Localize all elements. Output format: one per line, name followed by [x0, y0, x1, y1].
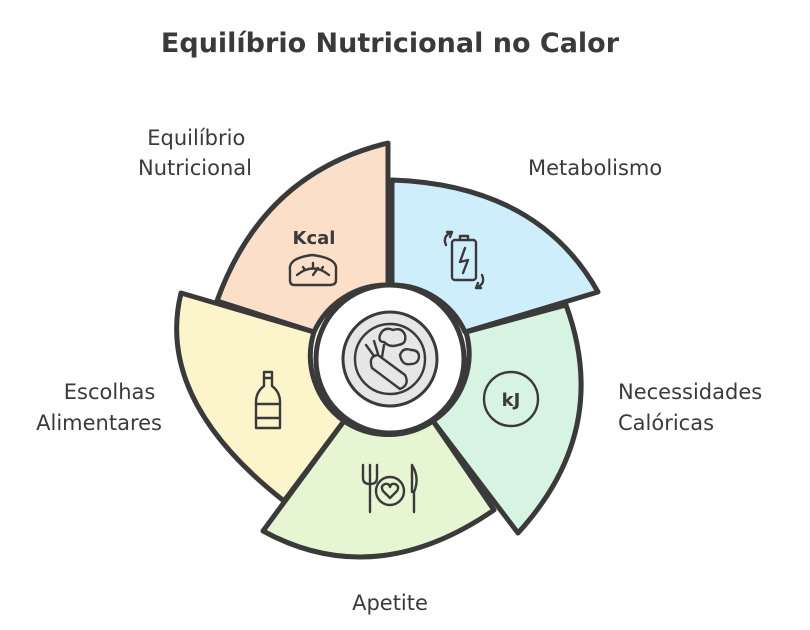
label-necessidades-line2: Calóricas [618, 411, 714, 435]
plate-heart-icon [361, 463, 418, 514]
segment-escolhas [174, 290, 347, 504]
label-equilibrio-line1: Equilíbrio [147, 126, 245, 150]
label-equilibrio: Equilíbrio Nutricional [138, 126, 252, 180]
label-necessidades: Necessidades Calóricas [618, 380, 769, 435]
segment-necessidades-wedge [430, 302, 584, 536]
kcal-scale-icon: Kcal [288, 228, 338, 287]
bottle-icon [254, 370, 282, 430]
segment-escolhas-wedge [174, 290, 347, 504]
label-apetite: Apetite [352, 591, 428, 615]
label-metabolismo: Metabolismo [528, 156, 662, 180]
label-escolhas-line2: Alimentares [36, 411, 162, 435]
diagram-title: Equilíbrio Nutricional no Calor [161, 28, 620, 59]
vegetables-plate-icon [353, 322, 427, 396]
label-escolhas: Escolhas Alimentares [36, 380, 162, 435]
kj-icon-text: kJ [502, 390, 521, 411]
label-apetite-line1: Apetite [352, 591, 428, 615]
segment-necessidades [430, 302, 584, 536]
label-equilibrio-line2: Nutricional [138, 156, 252, 180]
label-necessidades-line1: Necessidades [618, 380, 762, 404]
center-hub [341, 310, 439, 408]
kj-icon: kJ [482, 370, 540, 428]
kcal-icon-text: Kcal [293, 228, 336, 249]
label-escolhas-line1: Escolhas [64, 380, 156, 404]
label-metabolismo-line1: Metabolismo [528, 156, 662, 180]
battery-recycle-icon [443, 230, 485, 290]
